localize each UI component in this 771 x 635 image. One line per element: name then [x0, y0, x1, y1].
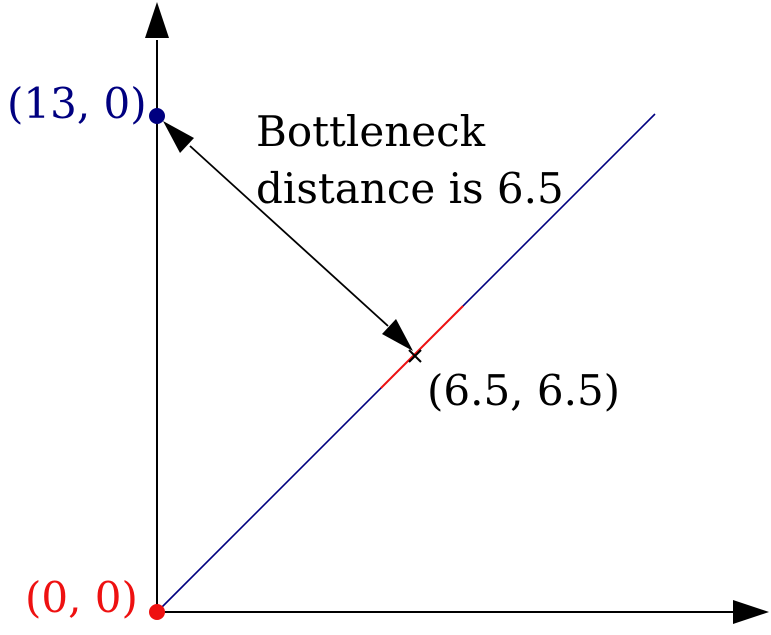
- bottleneck-arrowhead-bottom: [382, 319, 413, 351]
- origin-point-label: (0, 0): [25, 573, 138, 622]
- origin-point-dot: [149, 604, 165, 620]
- diagonal-highlight-segment: [380, 305, 464, 389]
- y-axis-arrowhead: [145, 2, 169, 38]
- top-point-label: (13, 0): [7, 79, 147, 128]
- x-axis-arrowhead: [733, 600, 769, 624]
- midpoint-cross-b: [408, 349, 422, 363]
- bottleneck-arrow-shaft: [189, 145, 389, 327]
- annotation-line-2: distance is 6.5: [256, 164, 564, 213]
- bottleneck-arrowhead-top: [163, 121, 194, 153]
- midpoint-label: (6.5, 6.5): [427, 366, 620, 415]
- top-point-dot: [149, 108, 165, 124]
- annotation-line-1: Bottleneck: [256, 107, 486, 156]
